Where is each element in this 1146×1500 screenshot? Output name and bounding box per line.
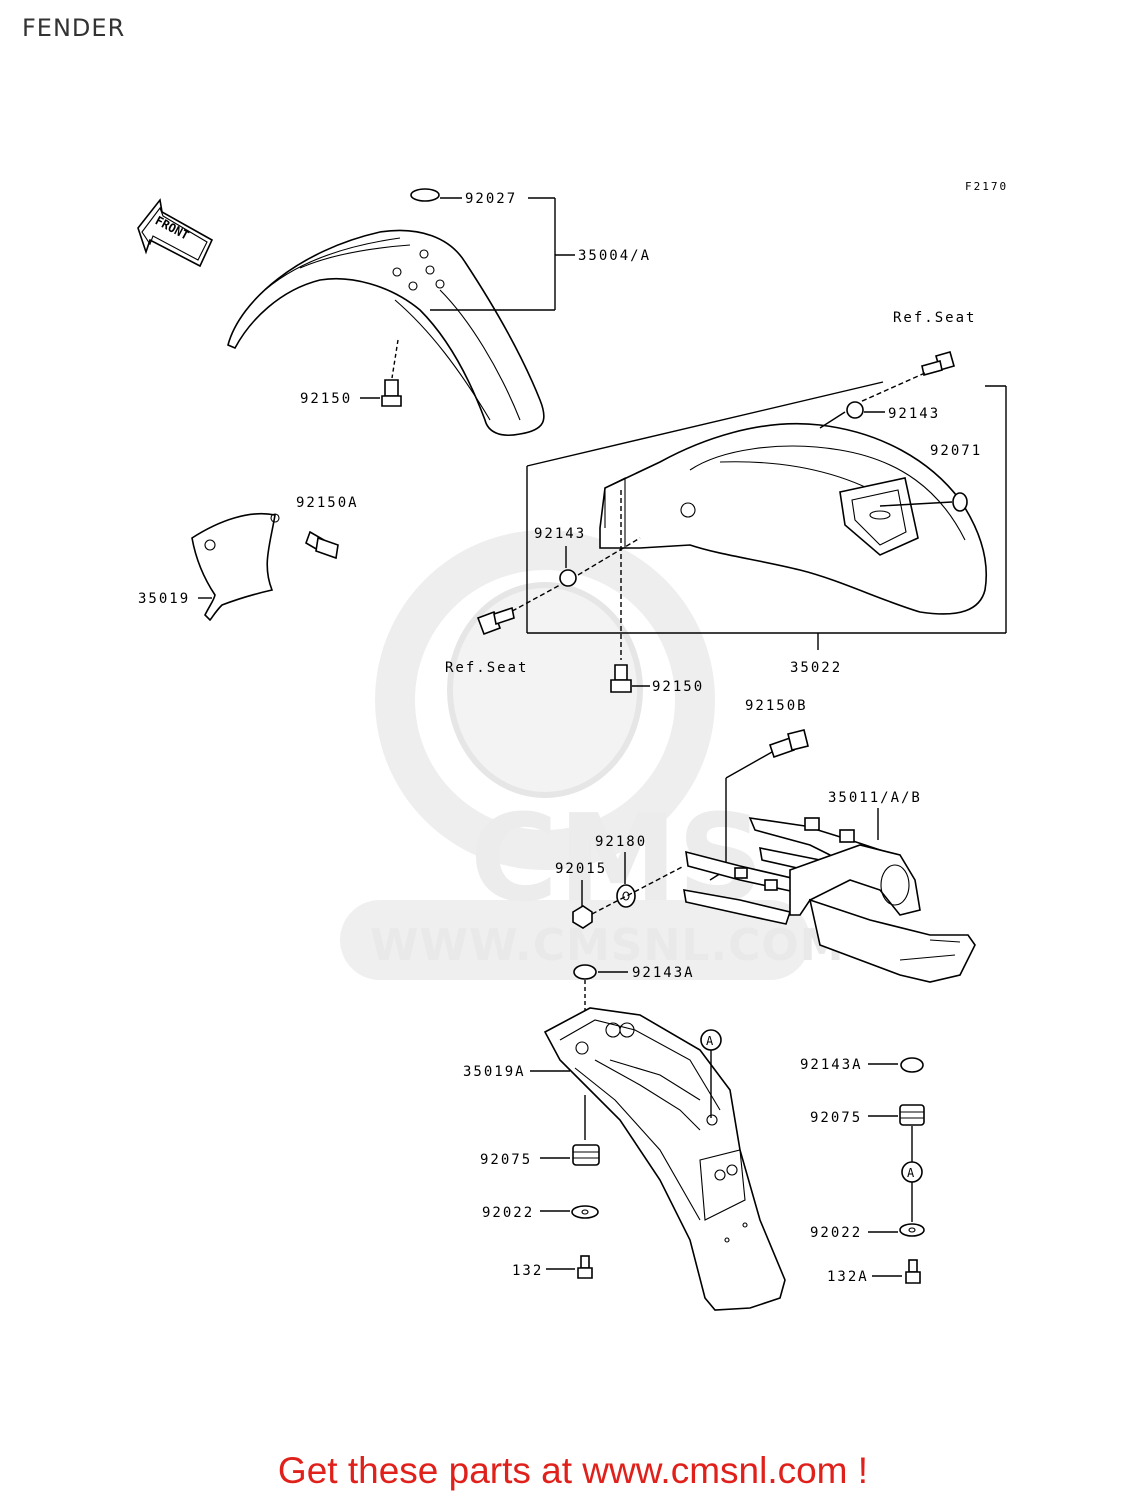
washer-92022-left [571,1205,599,1219]
bolt-132 [577,1255,593,1279]
bolt-refseat-top [921,351,955,376]
label-92022-right: 92022 [810,1225,862,1241]
grommet-92071 [952,492,968,512]
label-92015: 92015 [555,861,607,877]
washer-92180 [616,884,636,908]
bolt-92150b [768,729,809,759]
watermark-logo: CMS WWW.CMSNL.COM [340,530,845,980]
washer-92143a-top [573,964,597,980]
front-arrow-icon: FRONT [137,198,214,268]
washer-92143-mid [559,569,577,587]
label-35019a: 35019A [463,1064,526,1080]
label-132: 132 [512,1263,543,1279]
nut-92015 [572,905,593,929]
label-92022-left: 92022 [482,1205,534,1221]
label-92071: 92071 [930,443,982,459]
bolt-132a [905,1259,921,1284]
label-92075-left: 92075 [480,1152,532,1168]
washer-92022-right [899,1223,925,1237]
rear-frame-35011 [683,817,976,983]
label-refseat-top: Ref.Seat [893,310,976,326]
label-35011ab: 35011/A/B [828,790,922,806]
watermark-url: WWW.CMSNL.COM [370,920,845,971]
label-refseat-mid: Ref.Seat [445,660,528,676]
callout-a1-text: A [706,1034,714,1048]
bolt-92150-top [384,379,399,397]
parts-diagram: CMS WWW.CMSNL.COM F2170 FRONT 92027 3500… [137,180,1008,1311]
grommet-92075-right [899,1104,925,1126]
label-92180: 92180 [595,834,647,850]
washer-92143-top [846,401,864,419]
label-92150-top: 92150 [300,391,352,407]
label-92143a-top: 92143A [632,965,695,981]
label-132a: 132A [827,1269,869,1285]
washer-92143a-right [900,1057,924,1073]
bolt-92150-mid [610,664,632,693]
side-cover-35019 [191,512,280,622]
label-92150b: 92150B [745,698,808,714]
label-35022: 35022 [790,660,842,676]
label-92143-top: 92143 [888,406,940,422]
bolt-refseat-mid [476,606,515,636]
label-35004a: 35004/A [578,248,651,264]
rear-mudguard-35019a [543,1007,786,1311]
callout-a2-text: A [907,1166,915,1180]
label-92150a: 92150A [296,495,359,511]
label-92143a-right: 92143A [800,1057,863,1073]
figure-code: F2170 [965,180,1008,193]
washer-92027 [410,188,440,202]
front-fender [227,229,545,436]
label-92143-mid: 92143 [534,526,586,542]
rear-fender-35022 [599,422,988,615]
label-92075-right: 92075 [810,1110,862,1126]
page-title: FENDER [22,14,126,42]
footer-link-text[interactable]: Get these parts at www.cmsnl.com ! [277,1450,869,1491]
label-35019: 35019 [138,591,190,607]
bolt-92150a [305,530,339,560]
label-92027: 92027 [465,191,517,207]
grommet-92075-left [572,1144,600,1166]
label-92150-mid: 92150 [652,679,704,695]
